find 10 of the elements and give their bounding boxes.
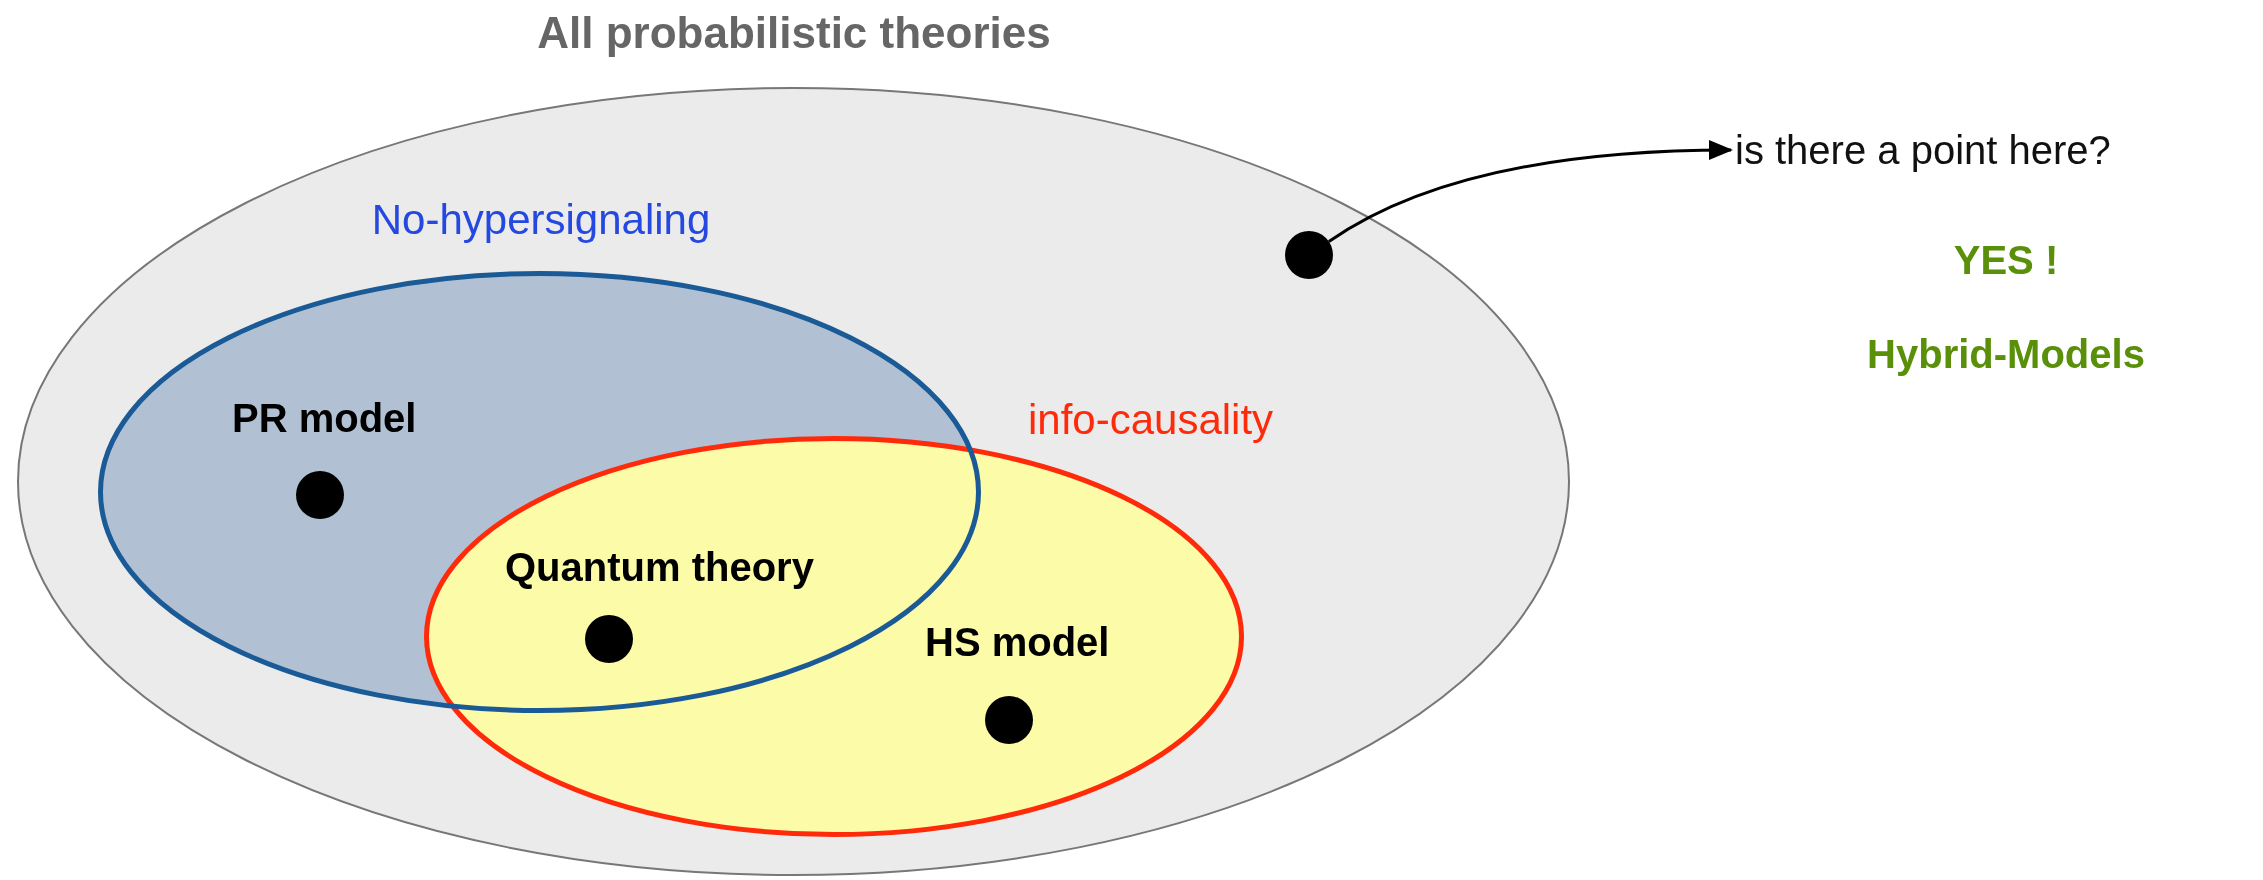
- answer-text: Hybrid-Models: [1867, 332, 2145, 377]
- set-label: No-hypersignaling: [371, 196, 711, 244]
- arrow: [1328, 140, 1733, 243]
- set-label: info-causality: [1028, 396, 1274, 444]
- set-label: All probabilistic theories: [537, 8, 1051, 58]
- point-label: HS model: [925, 620, 1110, 665]
- point-label: Quantum theory: [505, 545, 814, 590]
- point-label: PR model: [232, 396, 417, 441]
- answer-text: YES !: [1953, 238, 2059, 283]
- text-label: is there a point here?: [1735, 122, 2225, 178]
